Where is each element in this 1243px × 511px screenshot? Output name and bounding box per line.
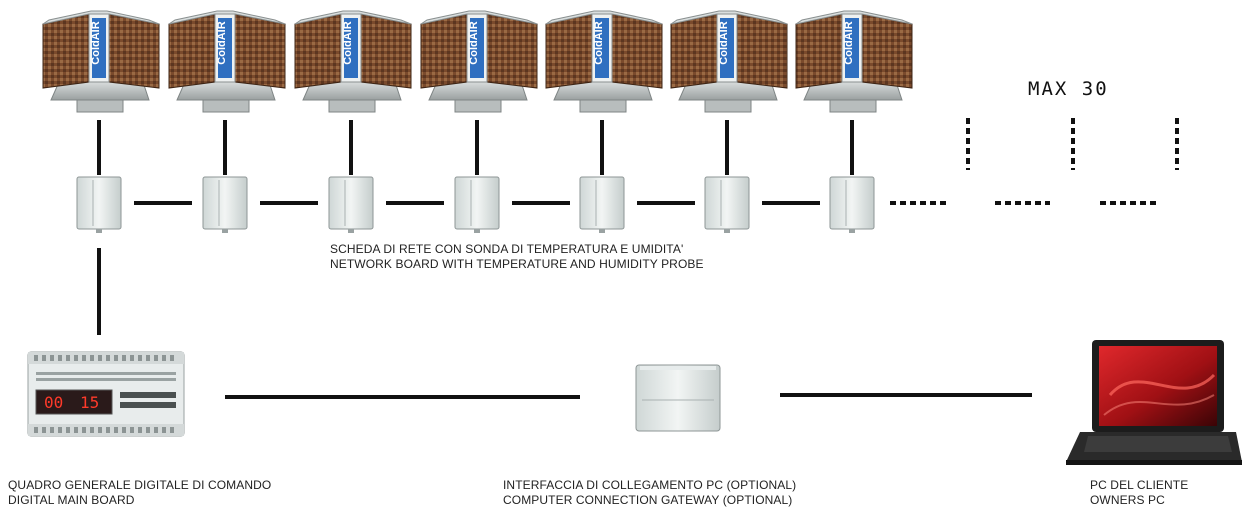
laptop-icon: [1066, 340, 1242, 465]
cooler-brand-label: ColdAIR: [468, 21, 480, 64]
pc-caption: PC DEL CLIENTE OWNERS PC: [1090, 478, 1188, 508]
display-readout-right: 15: [80, 393, 99, 412]
cooler-unit: ColdAIR: [168, 10, 286, 113]
cooler-brand-label: ColdAIR: [718, 21, 730, 64]
pc-gateway-box: [635, 364, 721, 432]
drop-lines: [97, 120, 854, 175]
network-board: [704, 176, 750, 233]
network-board: [76, 176, 122, 233]
cooler-brand-label: ColdAIR: [342, 21, 354, 64]
digital-main-board: 00 15: [27, 351, 185, 437]
cooler-brand-label: ColdAIR: [216, 21, 228, 64]
network-caption-line1: SCHEDA DI RETE CON SONDA DI TEMPERATURA …: [330, 242, 684, 256]
main-board-caption-line2: DIGITAL MAIN BOARD: [8, 493, 135, 507]
network-boards-row: [76, 176, 875, 233]
cooler-unit: ColdAIR: [294, 10, 412, 113]
cooler-units-row: ColdAIR ColdAIR ColdAIR ColdAIR ColdAIR ColdA…: [42, 10, 913, 113]
network-board: [829, 176, 875, 233]
cooler-brand-label: ColdAIR: [593, 21, 605, 64]
cooler-unit: ColdAIR: [545, 10, 663, 113]
cooler-unit: ColdAIR: [420, 10, 538, 113]
pc-caption-line2: OWNERS PC: [1090, 493, 1165, 507]
pc-caption-line1: PC DEL CLIENTE: [1090, 478, 1189, 492]
gateway-caption: INTERFACCIA DI COLLEGAMENTO PC (OPTIONAL…: [503, 478, 796, 508]
continuation-dashes: [890, 118, 1179, 205]
cooler-brand-label: ColdAIR: [843, 21, 855, 64]
network-board: [328, 176, 374, 233]
network-board: [202, 176, 248, 233]
network-board: [579, 176, 625, 233]
cooler-unit: ColdAIR: [42, 10, 160, 113]
gateway-caption-line2: COMPUTER CONNECTION GATEWAY (OPTIONAL): [503, 493, 793, 507]
cooler-unit: ColdAIR: [795, 10, 913, 113]
display-readout-left: 00: [44, 393, 63, 412]
network-caption-line2: NETWORK BOARD WITH TEMPERATURE AND HUMID…: [330, 257, 704, 271]
max-units-label: MAX 30: [1028, 78, 1109, 100]
gateway-caption-line1: INTERFACCIA DI COLLEGAMENTO PC (OPTIONAL…: [503, 478, 797, 492]
main-board-caption: QUADRO GENERALE DIGITALE DI COMANDO DIGI…: [8, 478, 271, 508]
cooler-brand-label: ColdAIR: [90, 21, 102, 64]
network-board: [454, 176, 500, 233]
network-board-caption: SCHEDA DI RETE CON SONDA DI TEMPERATURA …: [330, 242, 704, 272]
main-board-display: [35, 389, 113, 415]
cooler-unit: ColdAIR: [670, 10, 788, 113]
main-board-caption-line1: QUADRO GENERALE DIGITALE DI COMANDO: [8, 478, 272, 492]
